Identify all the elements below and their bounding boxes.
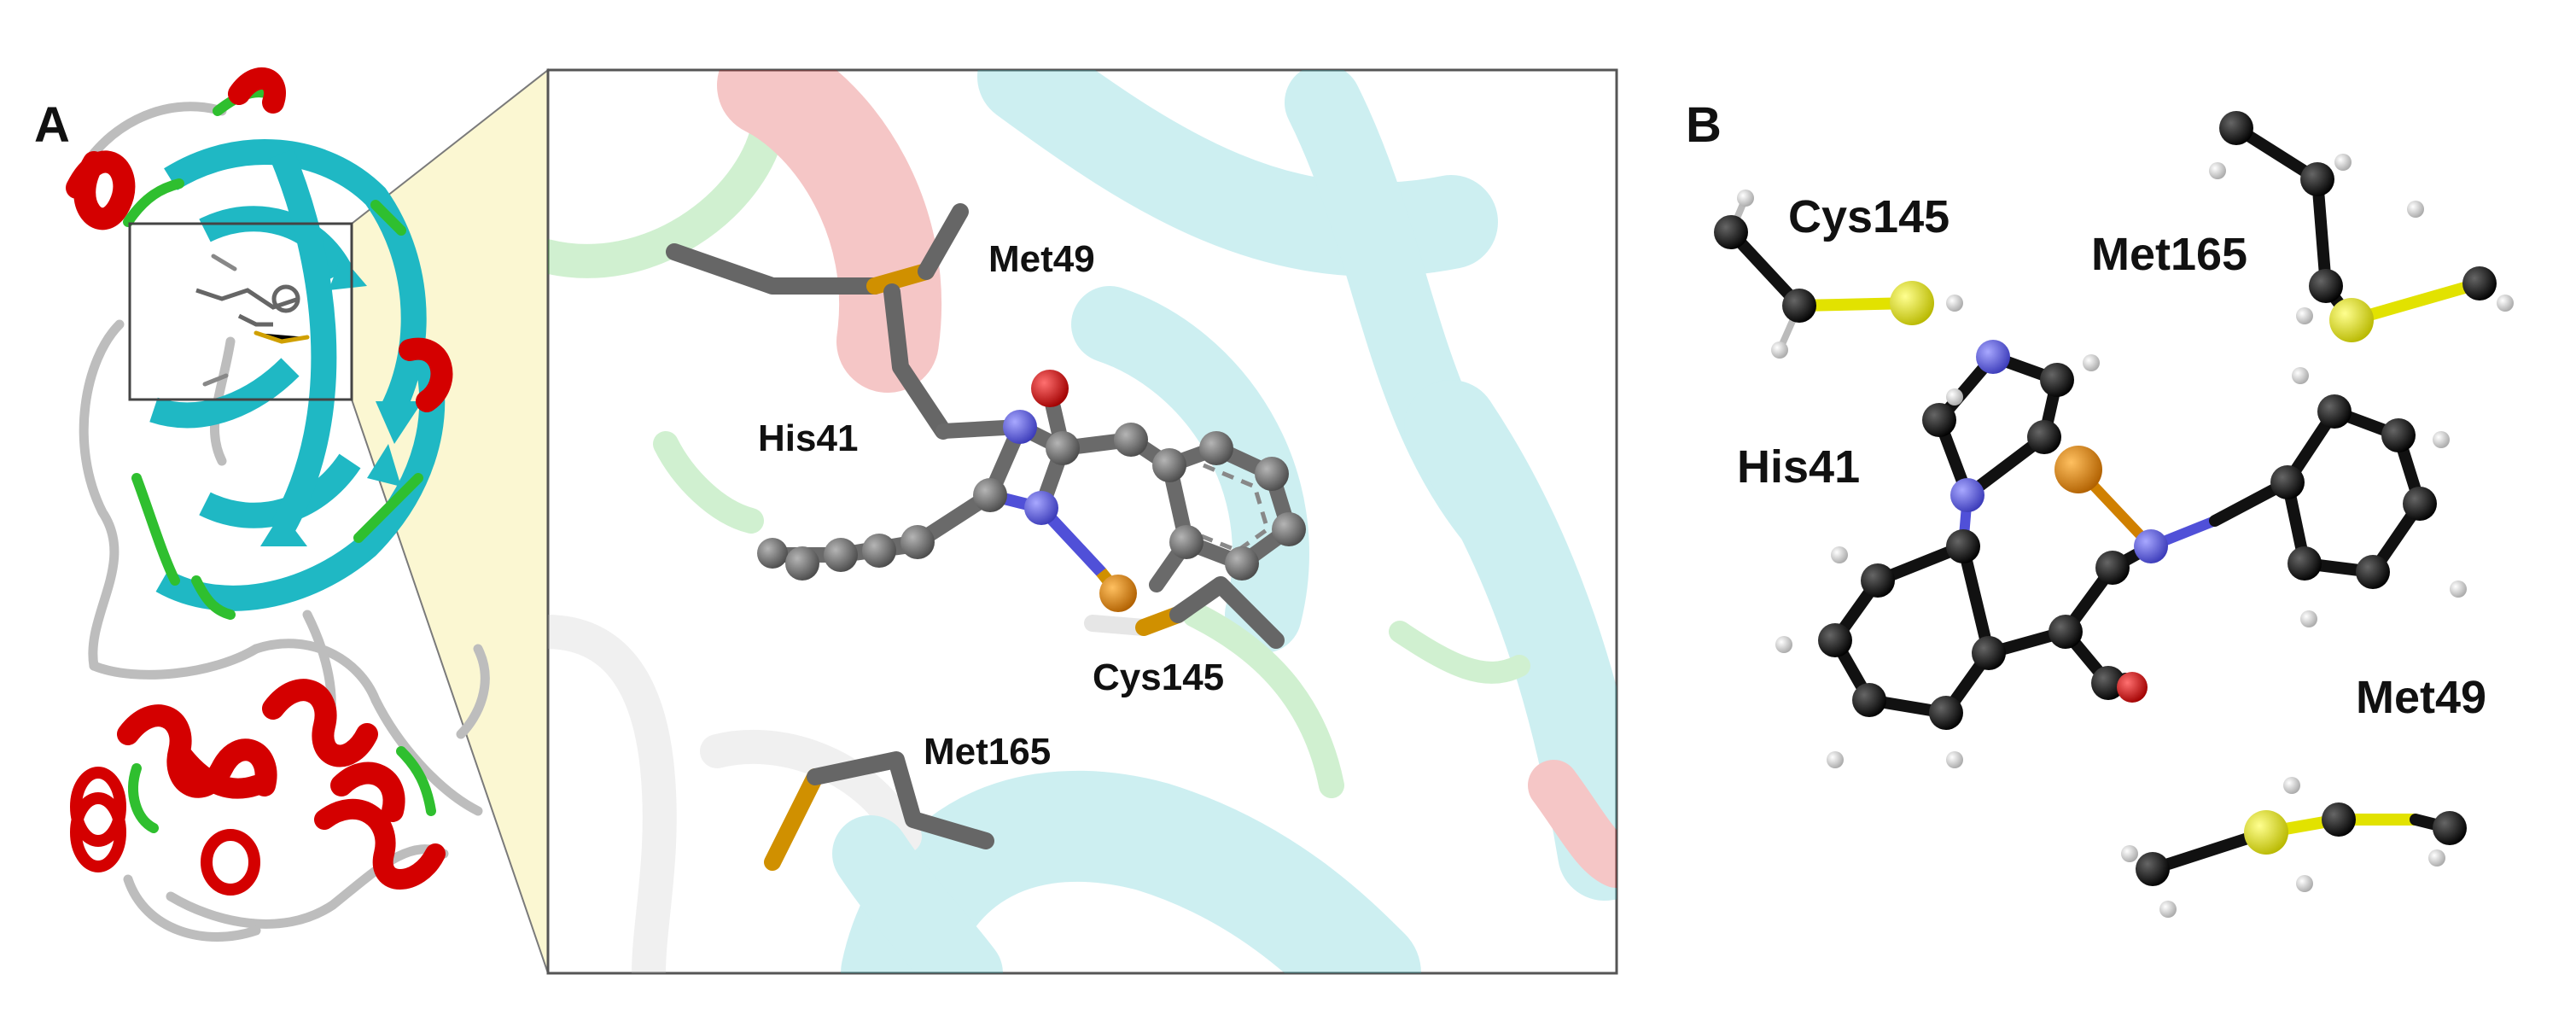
zoom-residue-sticks: [666, 203, 1285, 871]
turn-segments: [123, 87, 436, 833]
alpha-helices: [66, 67, 453, 822]
b-label-met49: Met49: [2356, 672, 2486, 723]
cartoon-ligand: [195, 284, 300, 327]
zoom-label-cys145: Cys145: [1093, 656, 1224, 698]
faded-background-ribbons: [548, 70, 1617, 973]
panel-b-letter: B: [1686, 97, 1722, 153]
zoom-label-met165: Met165: [924, 731, 1051, 773]
zoom-label-his41: His41: [758, 417, 858, 459]
zoom-ligand: [757, 370, 1306, 612]
zoom-inset: Met49 His41 Cys145 Met165: [546, 68, 1618, 975]
panel-a-letter: A: [34, 97, 70, 153]
lower-helix-bundle: [169, 741, 446, 890]
b-label-cys145: Cys145: [1788, 191, 1949, 242]
cartoon-residues: [202, 254, 310, 387]
b-label-his41: His41: [1737, 441, 1860, 493]
panel-b: B: [1686, 97, 2514, 918]
panel-b-atoms: [1714, 111, 2497, 886]
helix-coils: [70, 767, 260, 896]
zoom-frame: [546, 68, 1618, 975]
b-label-met165: Met165: [2091, 229, 2247, 280]
panel-a: A: [34, 67, 549, 974]
selection-box: [128, 222, 353, 401]
panel-b-hydrogens: [1737, 154, 2514, 918]
strand-arrows: [260, 256, 423, 546]
zoom-label-met49: Met49: [988, 238, 1095, 280]
